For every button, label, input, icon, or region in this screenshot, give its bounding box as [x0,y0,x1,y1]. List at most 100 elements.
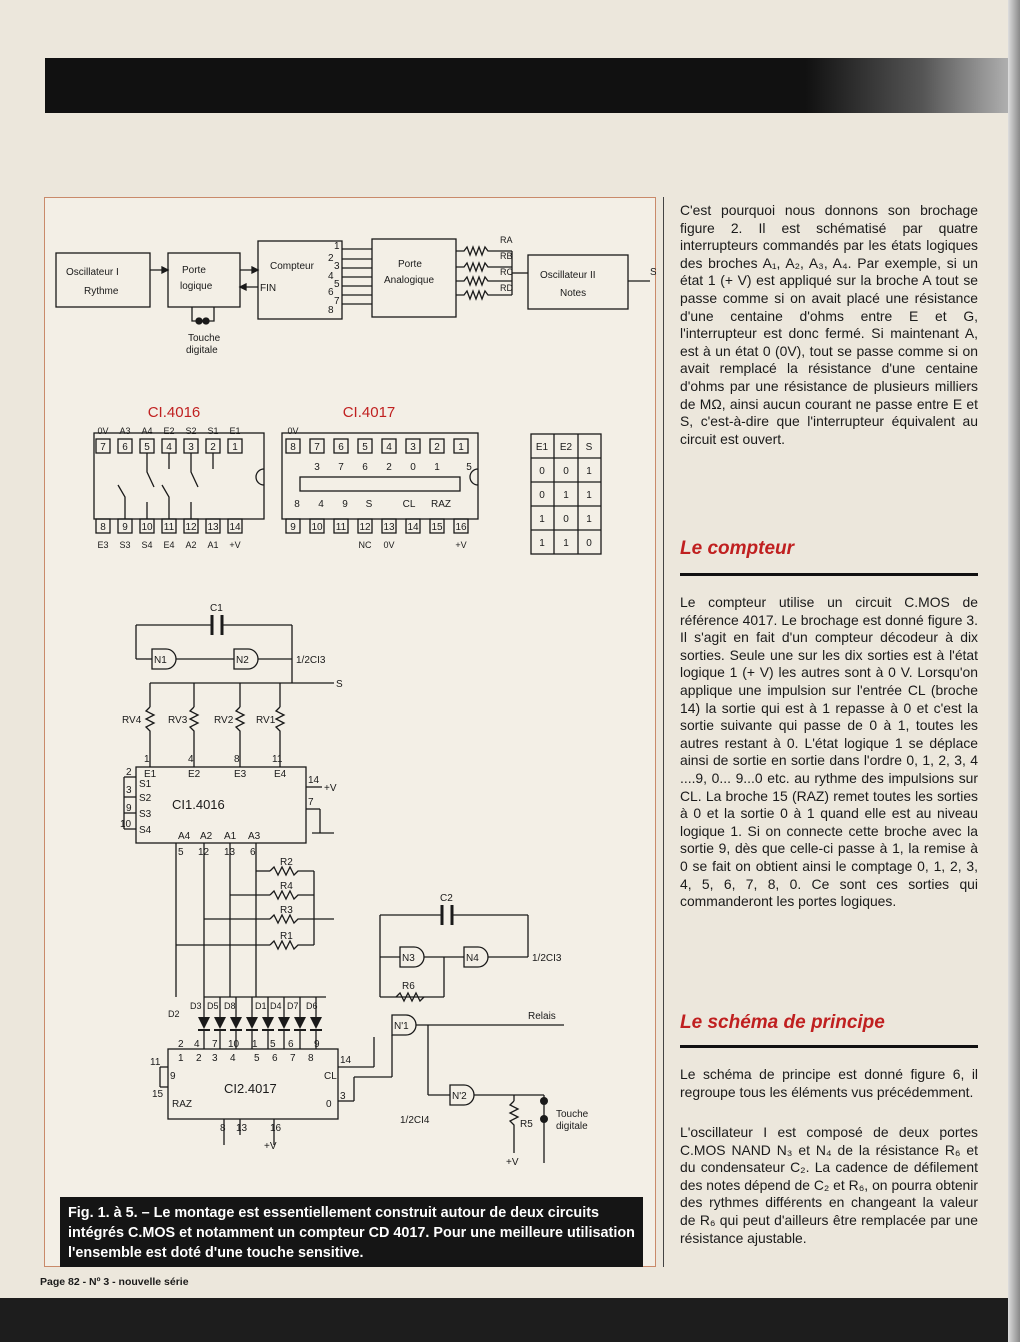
rv2-label: RV2 [214,715,234,726]
ci4016-top-0: 0V [97,426,108,436]
ic2-in-6: 6 [272,1053,278,1064]
ci4017-ib-2: 9 [342,499,348,510]
ic1-pin-3: 3 [126,785,132,796]
ic1-pin-10: 10 [120,819,132,830]
ci4017-ib-5: RAZ [431,499,451,510]
ic2-pin-13: 13 [236,1123,248,1134]
d7-label: D7 [287,1001,299,1011]
header-bar [45,58,1020,113]
bd-pin-6: 6 [328,287,334,298]
ic1-e1: E1 [144,769,157,780]
porte-label: Porte [182,265,206,276]
porte-ana-sub: Analogique [384,275,434,286]
ic1-pin-12: 12 [198,847,210,858]
ci4016-top-1: A3 [119,426,130,436]
ic2-top-6: 6 [288,1039,294,1050]
d8-label: D8 [224,1001,236,1011]
ic1-e2: E2 [188,769,201,780]
rv3-label: RV3 [168,715,188,726]
ic1-pin-6: 6 [250,847,256,858]
truth-table: E1 E2 S 0 0 1 0 1 1 1 0 1 1 1 0 [536,442,593,549]
tt-r0c0: 0 [539,466,545,477]
page-edge [1008,0,1020,1342]
n2b-label: N'2 [452,1091,467,1102]
ic2-pin-3: 3 [340,1091,346,1102]
tt-h-s: S [586,442,593,453]
r5-label: R5 [520,1119,533,1130]
ic2-pin-11: 11 [150,1057,161,1068]
bd-pin-7: 7 [334,296,340,307]
relais-label: Relais [528,1011,556,1022]
ci4-label: 1/2CI4 [400,1115,430,1126]
ci4016-bot-1: S3 [119,540,130,550]
tt-r1c1: 1 [563,490,569,501]
ic2-in-3: 3 [212,1053,218,1064]
ci4016-pin-13: 13 [207,522,219,533]
ci4016-pin-12: 12 [185,522,197,533]
ci4016-pin-4: 4 [166,442,172,453]
heading-schema-rule [680,1045,978,1048]
ci4017-pin-2: 2 [434,442,440,453]
ic1-a2: A2 [200,831,213,842]
ci4017-top-0v: 0V [287,426,298,436]
d3-label: D3 [190,1001,202,1011]
ci4016-pin-9: 9 [122,522,128,533]
ci4016-pin-14: 14 [229,522,241,533]
r5-plus-v: +V [506,1157,519,1168]
ci4016-top-3: E2 [163,426,174,436]
ci4017-in-4: 0 [410,462,416,473]
ic1-pin-5: 5 [178,847,184,858]
touche2-sub: digitale [556,1121,588,1132]
ic1-pin-7: 7 [308,797,314,808]
ci4017-pin-10: 10 [311,522,323,533]
rv1-label: RV1 [256,715,276,726]
ci4017-pin-3: 3 [410,442,416,453]
ci4016-top-2: A4 [141,426,152,436]
ci4016-bot-2: S4 [141,540,152,550]
tt-r3c0: 1 [539,538,545,549]
heading-compteur-rule [680,573,978,576]
rv-pin-11: 11 [272,754,283,765]
ci4017-pin-15: 15 [431,522,443,533]
porte-sub: logique [180,281,213,292]
bd-pin-3: 3 [334,261,340,272]
ic1-pin-13: 13 [224,847,236,858]
ci4017-in-2: 6 [362,462,368,473]
ci4017-title: CI.4017 [343,404,396,421]
ci4017-pin-16: 16 [455,522,467,533]
schema-paragraph-1: Le schéma de principe est donné figure 6… [680,1066,978,1100]
ci4017-pin-1: 1 [458,442,464,453]
column-rule [663,197,664,1267]
ic2-in-2: 2 [196,1053,202,1064]
bd-rd: RD [500,283,513,293]
ci4017-in-3: 2 [386,462,392,473]
bd-pin-1: 1 [334,241,340,252]
rv-pin-8: 8 [234,754,240,765]
ic1-s3: S3 [139,809,152,820]
ci4017-bot-0v: 0V [383,540,394,550]
ic2-out-0: 0 [326,1099,332,1110]
ic2-pin-16: 16 [270,1123,282,1134]
ic2-top-7: 7 [212,1039,218,1050]
ic2-pin-14: 14 [340,1055,352,1066]
n3-label: N3 [402,953,415,964]
heading-compteur: Le compteur [680,538,795,559]
bd-rc: RC [500,267,513,277]
bd-rb: RB [500,251,513,261]
ic2-top-1: 1 [252,1039,258,1050]
d2-label: D2 [168,1009,180,1019]
ci4016-pin-2: 2 [210,442,216,453]
ci4017-pin-7: 7 [314,442,320,453]
ci4017-bot-nc: NC [359,540,372,550]
tt-h-e1: E1 [536,442,549,453]
figure-diagrams: Oscillateur I Rythme Porte logique Compt… [55,235,656,1168]
compteur-label: Compteur [270,261,315,272]
tt-h-e2: E2 [560,442,573,453]
ci4017-pin-9: 9 [290,522,296,533]
ci4017-pin-12: 12 [359,522,371,533]
ci4016-pin-8: 8 [100,522,106,533]
d5-label: D5 [207,1001,219,1011]
osc1-label: Oscillateur I [66,267,119,278]
n4-label: N4 [466,953,479,964]
touche-sub: digitale [186,345,218,356]
